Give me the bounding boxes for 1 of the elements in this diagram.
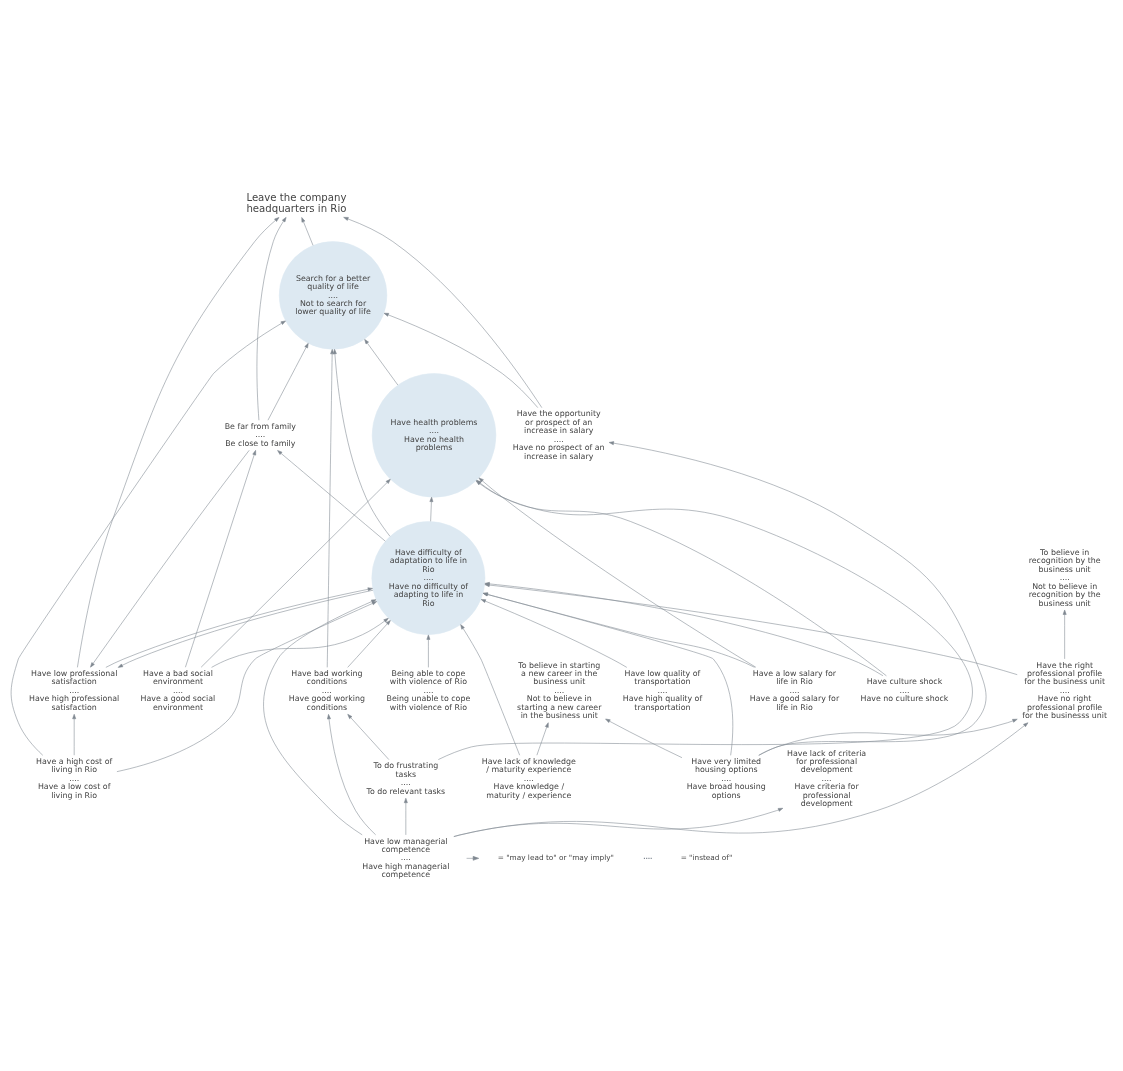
node-text: Leave the company headquarters in Rio bbox=[246, 191, 347, 214]
